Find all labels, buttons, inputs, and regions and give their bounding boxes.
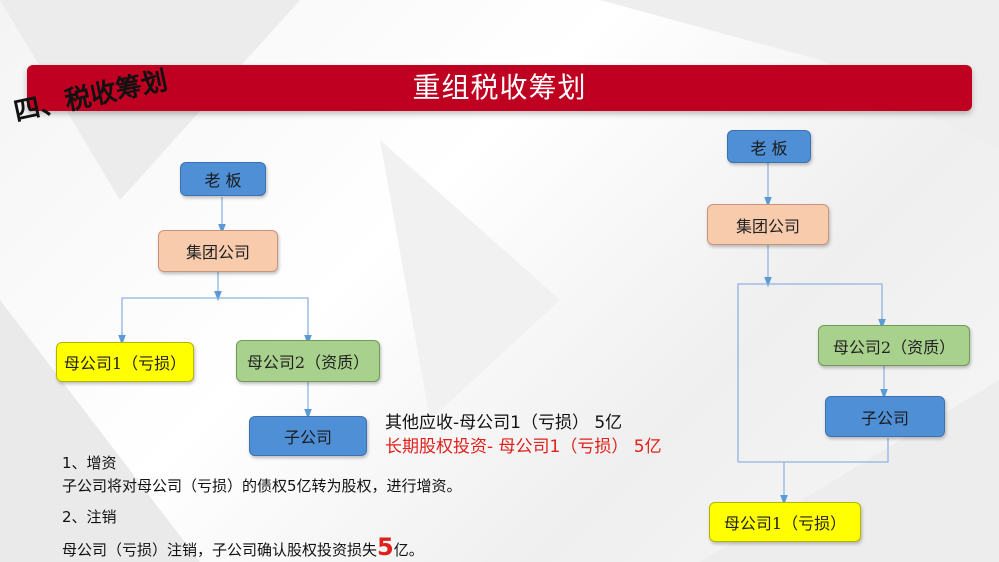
left-boss-label: 老 板 xyxy=(204,171,242,190)
left-group-label: 集团公司 xyxy=(185,243,250,262)
right-sub-node: 子公司 xyxy=(825,396,945,437)
right-group-node: 集团公司 xyxy=(707,204,829,245)
entry-other-receivable: 其他应收-母公司1（亏损） 5亿 xyxy=(385,413,623,433)
step1-body: 子公司将对母公司（亏损）的债权5亿转为股权，进行增资。 xyxy=(62,477,462,495)
right-parent2-label: 母公司2（资质） xyxy=(832,337,956,357)
step2-body-post: 亿。 xyxy=(393,541,424,559)
left-group-node: 集团公司 xyxy=(158,230,278,272)
left-parent2-node: 母公司2（资质） xyxy=(236,340,380,382)
title-banner: 重组税收筹划 xyxy=(27,65,972,111)
left-parent2-label: 母公司2（资质） xyxy=(246,353,370,372)
banner-title: 重组税收筹划 xyxy=(412,71,587,104)
step2-title: 2、注销 xyxy=(62,508,117,526)
right-parent1-node: 母公司1（亏损） xyxy=(709,502,861,542)
left-parent1-label: 母公司1（亏损） xyxy=(63,354,187,373)
step2-body: 母公司（亏损）注销，子公司确认股权投资损失5亿。 xyxy=(62,533,424,561)
entry-long-term-investment: 长期股权投资- 母公司1（亏损） 5亿 xyxy=(385,437,662,457)
step2-body-pre: 母公司（亏损）注销，子公司确认股权投资损失 xyxy=(62,541,378,559)
right-sub-label: 子公司 xyxy=(860,408,909,428)
right-boss-node: 老 板 xyxy=(727,130,811,163)
step2-highlight: 5 xyxy=(377,533,394,561)
left-boss-node: 老 板 xyxy=(180,162,266,196)
step1-title: 1、增资 xyxy=(62,454,117,472)
left-parent1-node: 母公司1（亏损） xyxy=(56,342,194,382)
right-boss-label: 老 板 xyxy=(750,138,788,158)
right-parent2-node: 母公司2（资质） xyxy=(818,325,970,366)
right-parent1-label: 母公司1（亏损） xyxy=(723,514,847,533)
left-sub-label: 子公司 xyxy=(283,428,332,447)
right-group-label: 集团公司 xyxy=(735,216,800,236)
left-sub-node: 子公司 xyxy=(249,416,367,456)
